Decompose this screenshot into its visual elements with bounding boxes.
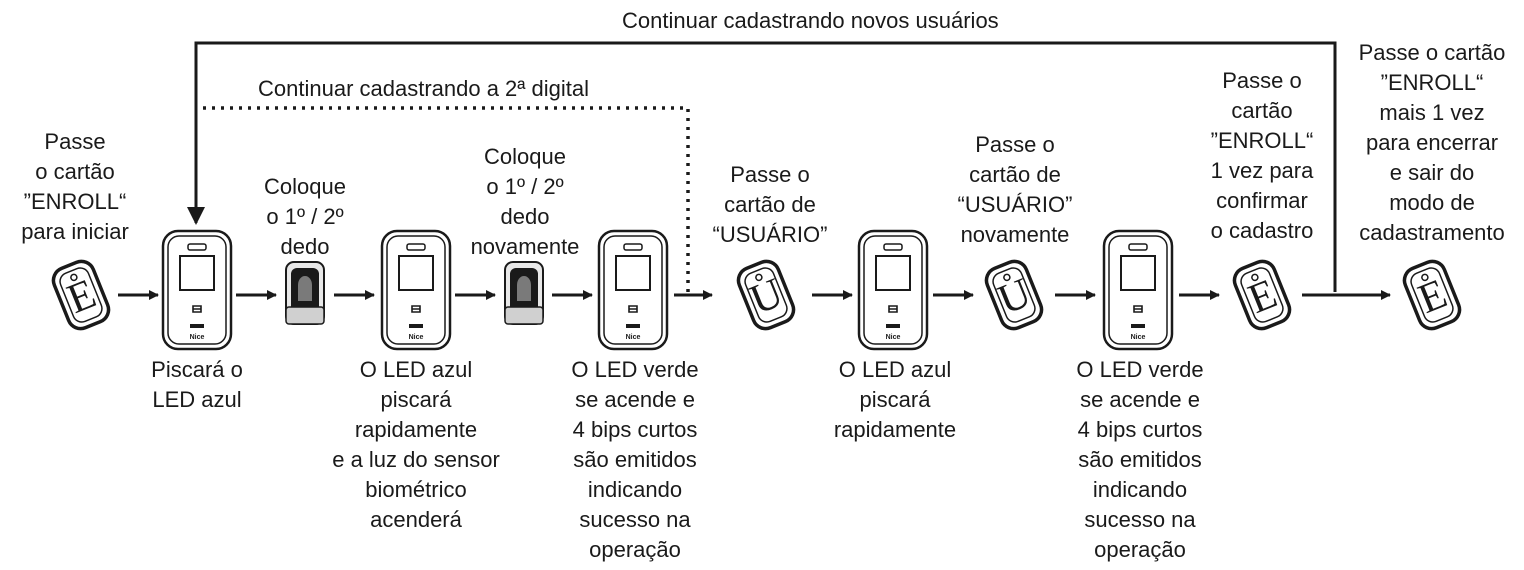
reader-device-4: Nice: [857, 229, 929, 351]
result-led-green-1: O LED verde se acende e 4 bips curtos sã…: [571, 357, 699, 562]
fingerprint-sensor-1: [285, 261, 325, 325]
enroll-card-2: E: [1228, 255, 1296, 335]
fingerprint-sensor-2: [504, 261, 544, 325]
loop-label-second-finger: Continuar cadastrando a 2ª digital: [258, 76, 590, 101]
instruction-user-card-1: Passe o cartão de “USUÁRIO”: [712, 162, 828, 247]
instruction-finger-1: Coloque o 1º / 2º dedo: [264, 174, 346, 259]
reader-device-2: Nice: [380, 229, 452, 351]
result-led-blue: Piscará o LED azul: [151, 357, 243, 412]
user-card-1: U: [732, 255, 800, 335]
instruction-exit: Passe o cartão ”ENROLL“ mais 1 vez para …: [1358, 40, 1506, 245]
enroll-card-1: E: [47, 255, 115, 335]
instruction-confirm: Passe o cartão ”ENROLL“ 1 vez para confi…: [1210, 68, 1314, 243]
device-brand: Nice: [626, 334, 641, 341]
result-led-green-2: O LED verde se acende e 4 bips curtos sã…: [1076, 357, 1204, 562]
reader-device-1: Nice: [161, 229, 233, 351]
device-brand: Nice: [190, 334, 205, 341]
device-brand: Nice: [409, 334, 424, 341]
reader-device-3: Nice: [597, 229, 669, 351]
enroll-card-3: E: [1398, 255, 1466, 335]
reader-device-5: Nice: [1102, 229, 1174, 351]
user-card-2: U: [980, 255, 1048, 335]
device-brand: Nice: [886, 334, 901, 341]
loop-new-users-line: [191, 41, 1337, 292]
result-led-blue-fast-sensor: O LED azul piscará rapidamente e a luz d…: [332, 357, 500, 532]
loop-label-new-users: Continuar cadastrando novos usuários: [622, 8, 999, 33]
result-led-blue-fast: O LED azul piscará rapidamente: [833, 357, 957, 442]
loop-return-arrowhead: [187, 207, 205, 225]
device-brand: Nice: [1131, 334, 1146, 341]
instruction-finger-2: Coloque o 1º / 2º dedo novamente: [470, 144, 580, 259]
instruction-user-card-2: Passe o cartão de “USUÁRIO” novamente: [957, 132, 1073, 247]
instruction-start: Passe o cartão ”ENROLL“ para iniciar: [21, 129, 129, 244]
